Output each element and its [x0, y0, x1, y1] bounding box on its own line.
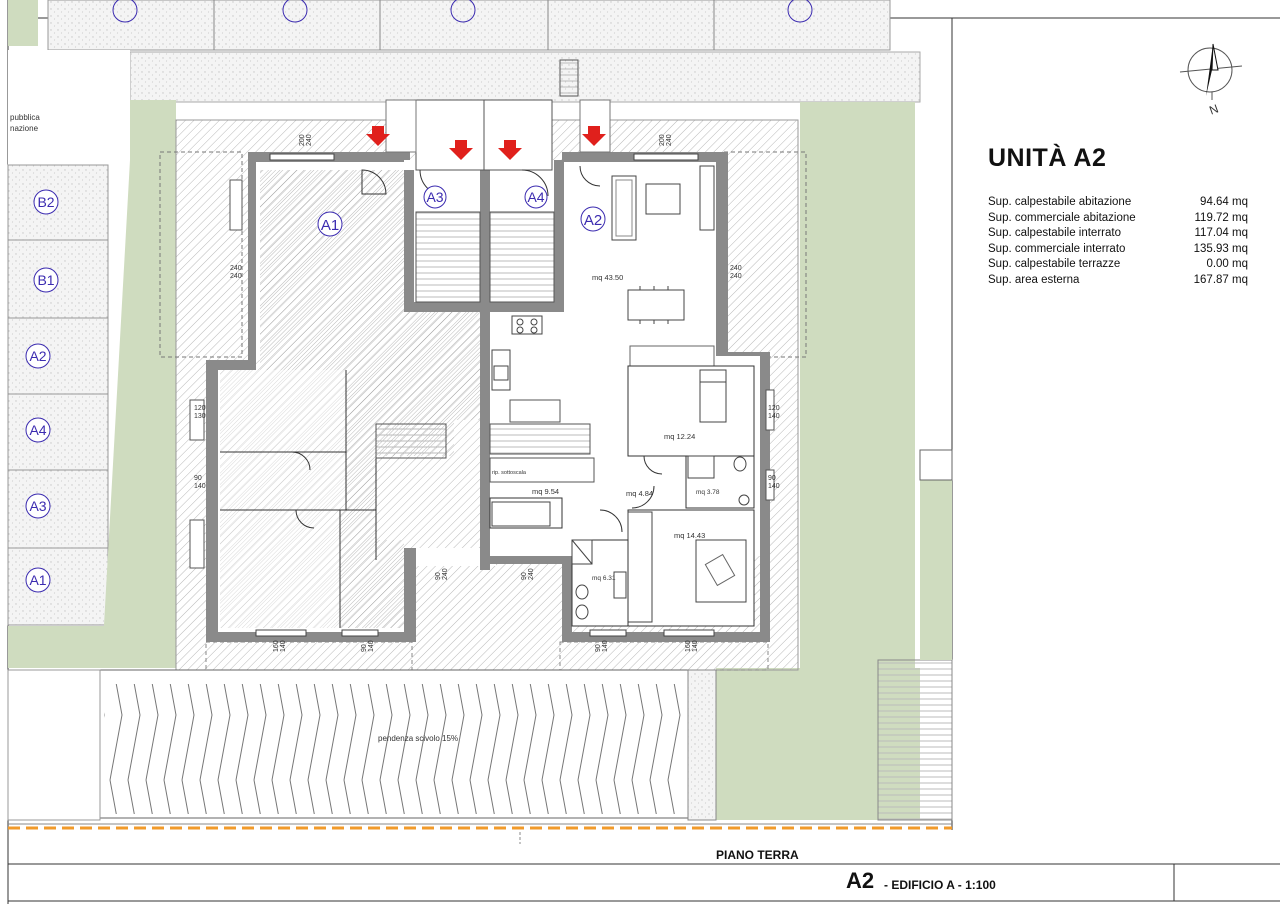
unit-label-a2: A2	[584, 212, 602, 229]
dimension-label: 160	[273, 640, 280, 652]
left-note-2: nazione	[10, 124, 39, 133]
compass-letter: N	[1207, 101, 1220, 117]
room-storage-label: rip. sottoscala	[492, 470, 527, 476]
surface-value: 94.64 mq	[1200, 196, 1248, 208]
unit-label-a4: A4	[527, 189, 544, 205]
parking-label: A1	[29, 572, 46, 588]
room-hall-area: mq 4.84	[626, 489, 653, 498]
surface-label: Sup. commerciale interrato	[988, 242, 1126, 255]
parking-label: B2	[37, 194, 54, 210]
dimension-label: 240	[306, 134, 313, 146]
unit-title: UNITÀ A2	[988, 144, 1107, 172]
parking-circle	[25, 567, 51, 593]
dimension-label: 140	[692, 640, 699, 652]
dimension-label: 140	[768, 483, 780, 490]
dimension-label: 90	[595, 644, 602, 652]
dimension-label: 90	[361, 644, 368, 652]
unit-label-a1: A1	[321, 217, 339, 234]
ramp	[7, 669, 717, 821]
unit-label-a3: A3	[426, 189, 443, 205]
parking-label: B1	[37, 272, 54, 288]
dimension-label: 90	[194, 475, 202, 482]
surface-row: Sup. commerciale interrato 135.93 mq	[988, 242, 1248, 258]
ramp-label: pendenza scivolo 15%	[378, 734, 458, 743]
room-bed-single-area: mq 9.54	[532, 487, 559, 496]
dimension-label: 240	[230, 265, 242, 272]
sheet-subtitle: - EDIFICIO A - 1:100	[884, 878, 996, 892]
surface-label: Sup. calpestabile abitazione	[988, 196, 1132, 208]
room-bed-small-area: mq 12.24	[664, 432, 695, 441]
dimension-label: 90	[435, 572, 442, 580]
parking-circle	[25, 417, 51, 443]
surface-value: 135.93 mq	[1193, 242, 1248, 255]
dimension-label: 200	[659, 134, 666, 146]
surface-value: 167.87 mq	[1193, 273, 1248, 286]
unit-a2	[489, 165, 775, 627]
surface-row: Sup. area esterna 167.87 mq	[988, 273, 1248, 289]
room-bath-small-area: mq 3.78	[696, 489, 720, 496]
dimension-label: 200	[299, 134, 306, 146]
room-living-area: mq 43.50	[592, 273, 623, 282]
parking-circle	[25, 343, 51, 369]
floor-label: PIANO TERRA	[716, 848, 799, 862]
dimension-label: 240	[442, 568, 449, 580]
dimension-label: 240	[230, 273, 242, 280]
dimension-label: 90	[521, 572, 528, 580]
dimension-label: 120	[768, 405, 780, 412]
dimension-label: 130	[194, 413, 206, 420]
top-parking-strip	[8, 0, 891, 51]
surface-label: Sup. calpestabile terrazze	[988, 258, 1121, 270]
dimension-label: 240	[528, 568, 535, 580]
dimension-label: 240	[730, 265, 742, 272]
dimension-label: 90	[768, 475, 776, 482]
surface-value: 117.04 mq	[1194, 227, 1249, 239]
room-bed-master-area: mq 14.43	[674, 531, 705, 540]
surface-value: 119.72 mq	[1194, 211, 1249, 224]
unit-a1	[189, 169, 480, 628]
room-bath-area: mq 6.31	[592, 575, 616, 582]
north-compass-icon	[1179, 43, 1243, 100]
dimension-label: 160	[685, 640, 692, 652]
parking-label: A3	[29, 498, 46, 514]
parking-label: A2	[29, 348, 46, 364]
surface-label: Sup. commerciale abitazione	[988, 211, 1136, 224]
parking-circle	[25, 493, 51, 519]
surface-row: Sup. calpestabile interrato 117.04 mq	[988, 226, 1248, 242]
dimension-label: 140	[602, 640, 609, 652]
parking-circle	[33, 189, 59, 215]
surface-label: Sup. calpestabile interrato	[988, 227, 1121, 239]
unit-info-panel: UNITÀ A2 Sup. calpestabile abitazione 94.…	[988, 144, 1248, 288]
dimension-label: 140	[280, 640, 287, 652]
parking-label: A4	[29, 422, 46, 438]
parking-circle	[33, 267, 59, 293]
dimension-label: 140	[368, 640, 375, 652]
dimension-label: 240	[666, 134, 673, 146]
dimension-label: 120	[194, 405, 206, 412]
surface-row: Sup. commerciale abitazione 119.72 mq	[988, 211, 1248, 227]
dimension-label: 140	[194, 483, 206, 490]
dimension-label: 240	[730, 273, 742, 280]
left-note-1: pubblica	[10, 113, 40, 122]
dimension-label: 140	[768, 413, 780, 420]
surface-value: 0.00 mq	[1206, 258, 1248, 270]
unit-labels: A1 A3 A4 A2	[317, 185, 606, 237]
surface-label: Sup. area esterna	[988, 273, 1080, 286]
surface-row: Sup. calpestabile terrazze 0.00 mq	[988, 257, 1248, 273]
surface-row: Sup. calpestabile abitazione 94.64 mq	[988, 195, 1248, 211]
sheet-code: A2	[846, 868, 875, 893]
